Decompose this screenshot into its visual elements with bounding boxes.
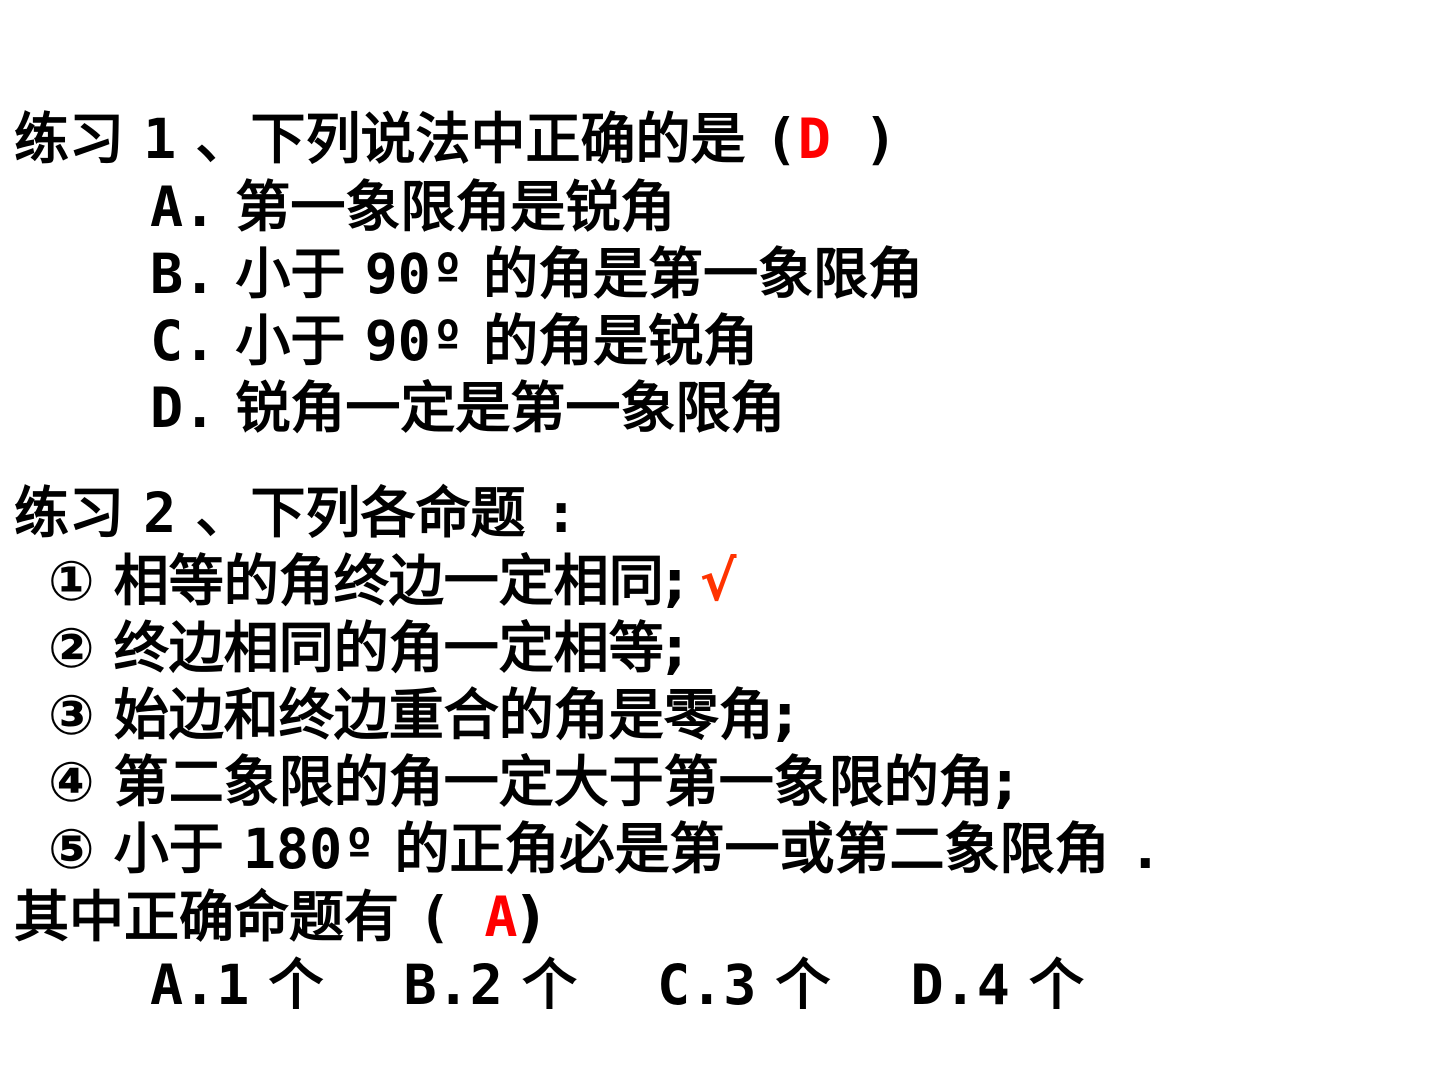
q2-paren-open: (	[418, 885, 485, 949]
q1-stem: 下列说法中正确的是	[250, 107, 746, 171]
q2-conclusion-text: 其中正确命题有	[14, 885, 400, 949]
q2-statement-3-text: 始边和终边重合的角是零角;	[113, 683, 796, 747]
q2-answer: A	[484, 885, 518, 949]
check-mark-icon: √	[699, 549, 737, 613]
q2-label: 练习	[14, 481, 125, 545]
q2-statement-4: ④ 第二象限的角一定大于第一象限的角;	[48, 749, 1016, 815]
q2-separator: 、	[195, 481, 251, 545]
q2-statement-5-num: 180º	[242, 817, 376, 881]
q2-choice-d-unit: 个	[1029, 953, 1085, 1017]
q2-statement-4-text: 第二象限的角一定大于第一象限的角;	[113, 750, 1016, 814]
q2-statement-5: ⑤ 小于 180º 的正角必是第一或第二象限角 .	[48, 816, 1162, 882]
q1-option-b: B. 小于 90º 的角是第一象限角	[150, 241, 923, 307]
q2-choice-a-unit: 个	[268, 953, 324, 1017]
q1-option-b-num: 90º	[364, 242, 464, 306]
q1-separator: 、	[195, 107, 251, 171]
q1-option-a-text: 第一象限角是锐角	[235, 175, 676, 239]
q1-label: 练习	[14, 107, 125, 171]
q2-choice-b-letter: B.2	[403, 953, 503, 1017]
q2-colon: :	[544, 481, 578, 545]
q2-statement-1-mark: ①	[48, 549, 95, 613]
q1-option-a: A. 第一象限角是锐角	[150, 174, 675, 240]
q2-choice-d: D.4 个	[911, 953, 1085, 1017]
q1-paren-open: (	[764, 107, 798, 171]
q2-statement-1: ① 相等的角终边一定相同;√	[48, 548, 736, 614]
q1-option-c-pre: 小于	[235, 309, 346, 373]
q2-statement-5-post: 的正角必是第一或第二象限角	[394, 817, 1110, 881]
q2-choice-b-unit: 个	[522, 953, 578, 1017]
q2-choice-c: C.3 个	[657, 953, 831, 1017]
q1-number: 1	[143, 107, 177, 171]
q2-statement-4-mark: ④	[48, 750, 95, 814]
q1-option-c-post: 的角是锐角	[483, 309, 759, 373]
q2-statement-3-mark: ③	[48, 683, 95, 747]
q2-statement-2-text: 终边相同的角一定相等;	[113, 616, 686, 680]
q2-conclusion: 其中正确命题有 ( A)	[14, 884, 543, 950]
q2-choice-a-letter: A.1	[150, 953, 250, 1017]
q1-option-c-num: 90º	[364, 309, 464, 373]
q2-statement-3: ③ 始边和终边重合的角是零角;	[48, 682, 796, 748]
q2-statement-5-pre: 小于	[113, 817, 224, 881]
q1-paren-close: )	[830, 107, 898, 171]
q2-title: 练习 2 、下列各命题 :	[14, 480, 578, 546]
q1-option-d-text: 锐角一定是第一象限角	[235, 376, 786, 440]
q2-choice-c-letter: C.3	[657, 953, 757, 1017]
q2-paren-close: )	[517, 885, 543, 949]
q2-statement-2-mark: ②	[48, 616, 95, 680]
q2-choice-c-unit: 个	[775, 953, 831, 1017]
q1-title: 练习 1 、下列说法中正确的是 (D )	[14, 106, 897, 172]
q1-option-d-letter: D.	[150, 376, 217, 440]
q2-choice-a: A.1 个	[150, 953, 324, 1017]
q2-statement-5-mark: ⑤	[48, 817, 95, 881]
q1-option-b-post: 的角是第一象限角	[483, 242, 924, 306]
q1-answer: D	[797, 107, 831, 171]
q1-option-c-letter: C.	[150, 309, 217, 373]
q2-stem: 下列各命题	[250, 481, 526, 545]
q1-option-a-letter: A.	[150, 175, 217, 239]
q1-option-c: C. 小于 90º 的角是锐角	[150, 308, 758, 374]
q2-statement-5-end: .	[1128, 817, 1162, 881]
q2-statement-1-text: 相等的角终边一定相同;	[113, 549, 686, 613]
q1-option-b-letter: B.	[150, 242, 217, 306]
q1-option-b-pre: 小于	[235, 242, 346, 306]
q1-option-d: D. 锐角一定是第一象限角	[150, 375, 785, 441]
q2-statement-2: ② 终边相同的角一定相等;	[48, 615, 686, 681]
q2-number: 2	[143, 481, 177, 545]
q2-choice-b: B.2 个	[404, 953, 578, 1017]
q2-choice-d-letter: D.4	[910, 953, 1010, 1017]
